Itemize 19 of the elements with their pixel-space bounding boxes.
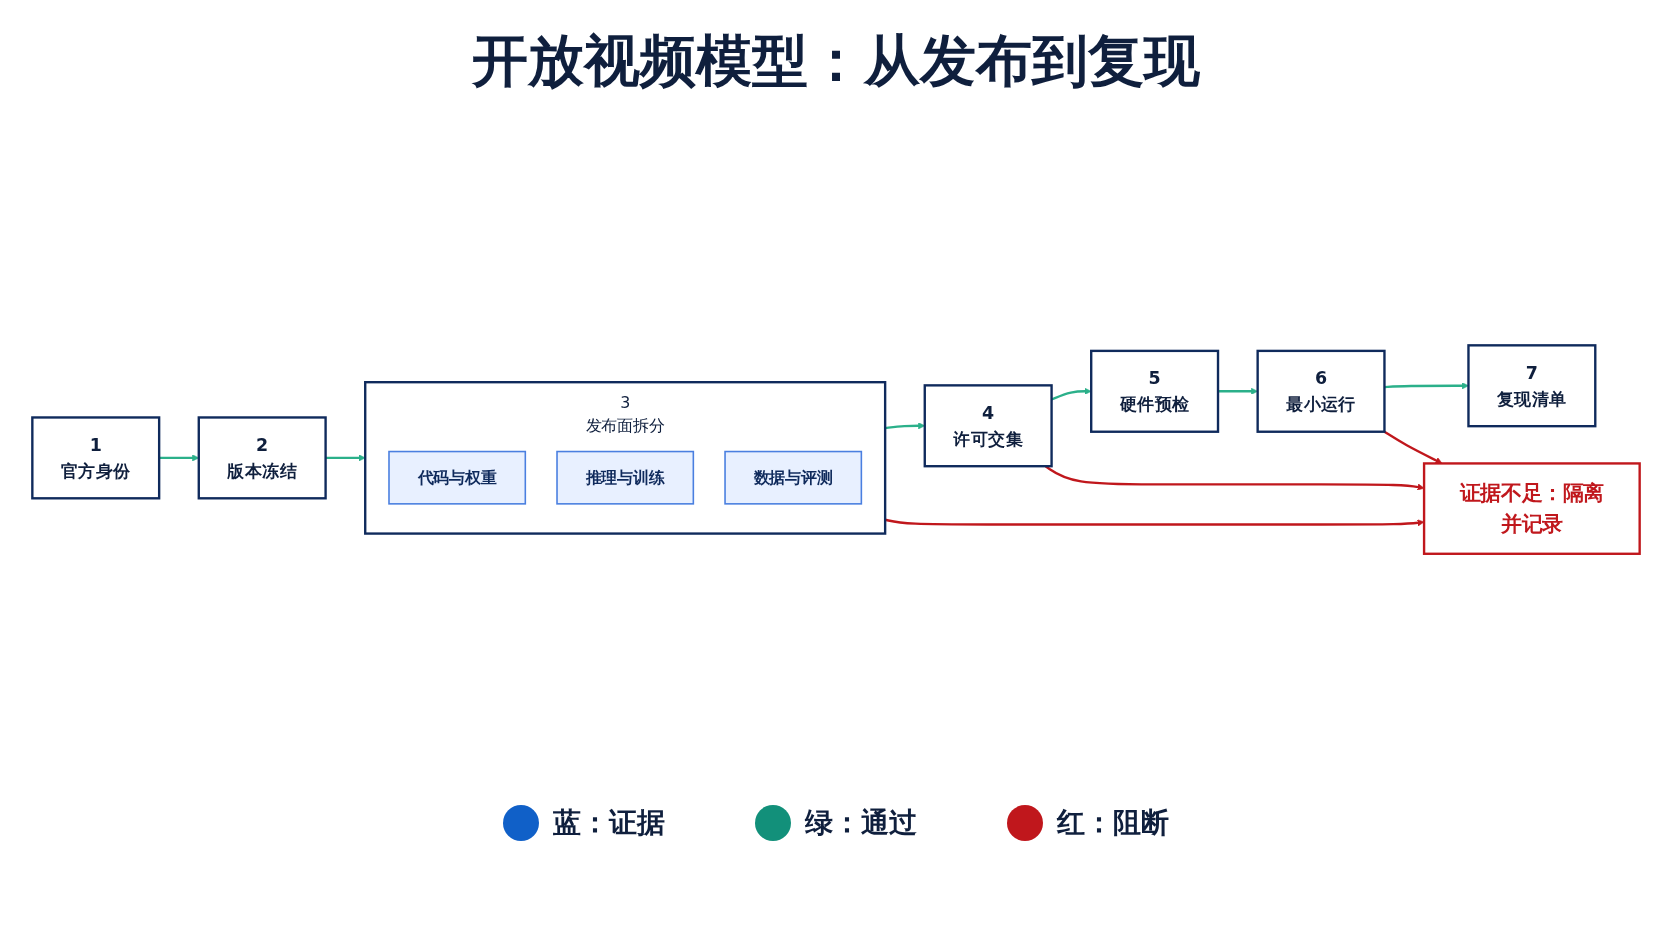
title: 开放视频模型：从发布到复现 xyxy=(472,27,1200,95)
node-box: 数据与评测 xyxy=(724,451,863,506)
arrow xyxy=(325,454,366,462)
node-box: 5 硬件预检 xyxy=(1090,350,1220,434)
legend-label: 绿：通过 xyxy=(805,805,917,841)
arrow xyxy=(1044,465,1425,491)
node-box: 6 最小运行 xyxy=(1256,350,1386,434)
arrow xyxy=(1218,388,1258,396)
node-box: 推理与训练 xyxy=(556,451,695,506)
legend-label: 红：阻断 xyxy=(1057,805,1169,841)
node-box: 4 许可交集 xyxy=(923,384,1053,468)
node-box: 1 官方身份 xyxy=(31,416,161,500)
node-box: 7 复现清单 xyxy=(1467,344,1597,428)
node-box: 证据不足：隔离并记录 xyxy=(1422,462,1641,556)
node-box: 代码与权重 xyxy=(388,451,527,506)
arrow xyxy=(1384,382,1469,390)
node-box: 2 版本冻结 xyxy=(197,416,327,500)
arrow xyxy=(1051,388,1092,402)
legend-label: 蓝：证据 xyxy=(553,805,665,841)
